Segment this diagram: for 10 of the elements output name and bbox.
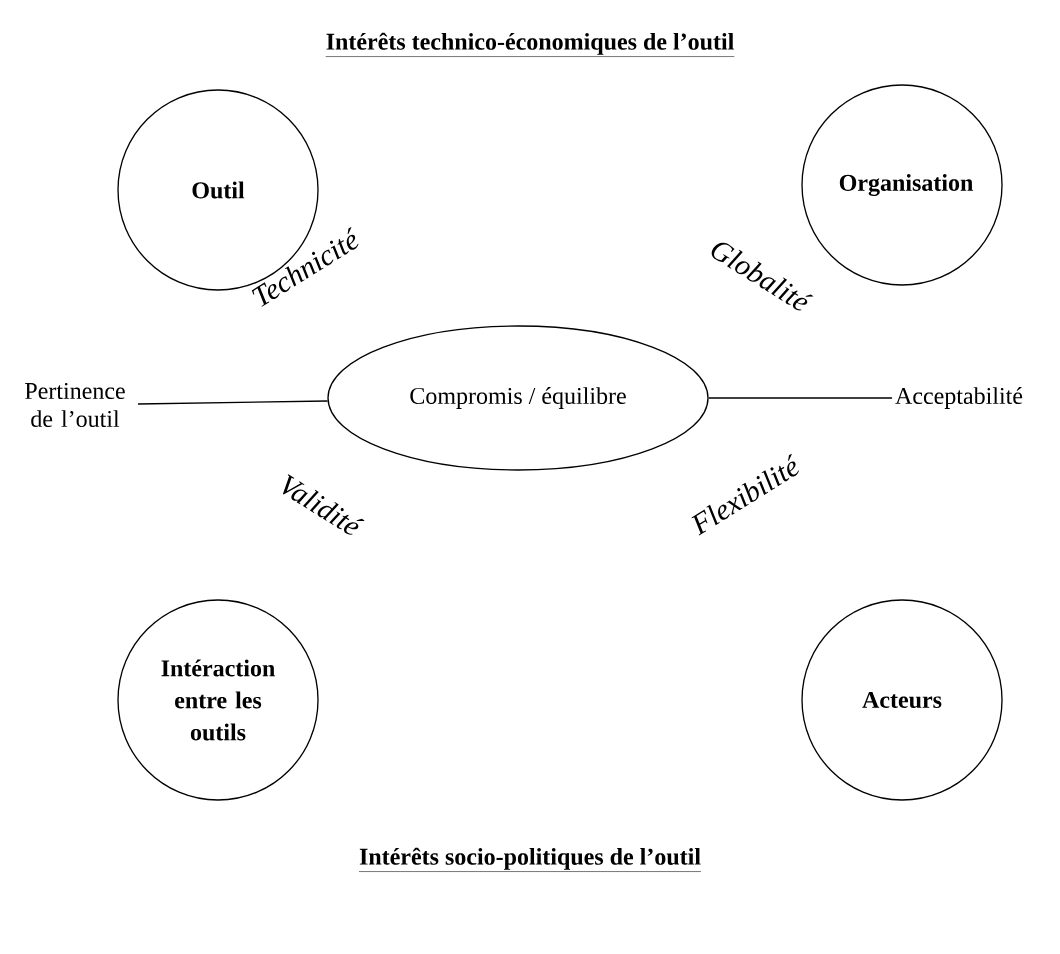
node-text: Pertinence de l’outil [25,382,125,428]
title: Intérêts technico-économiques de l’outil [325,32,735,57]
circle-node: Organisation [801,84,1003,286]
connector-line [708,397,893,399]
circle-node: Acteurs [801,599,1003,801]
connector-line [137,400,329,405]
circle-node: Intéraction entre les outils [117,599,319,801]
node-text: Acceptabilité [895,387,1023,409]
ellipse-node: Compromis / équilibre [327,325,709,471]
caption: Intérêts socio-politiques de l’outil [358,847,702,872]
